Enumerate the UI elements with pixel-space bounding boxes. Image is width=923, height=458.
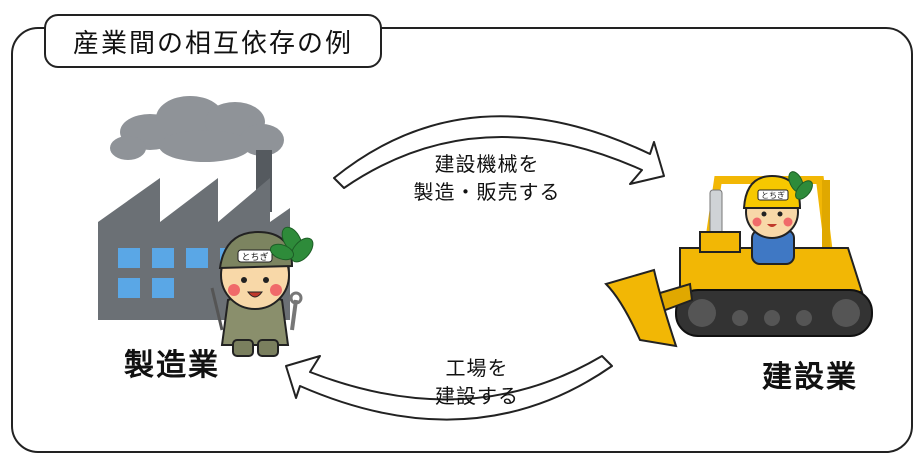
cap-text: とちぎ xyxy=(241,251,268,263)
title-box: 産業間の相互依存の例 xyxy=(44,14,382,68)
bulldozer-blade xyxy=(604,268,678,348)
worker-mascot: とちぎ xyxy=(210,226,314,357)
node-label-construction: 建設業 xyxy=(762,360,858,395)
driver-mascot: とちぎ xyxy=(742,171,813,265)
smoke-cloud xyxy=(110,96,284,162)
bulldozer-illustration xyxy=(604,176,873,348)
arrow-top-label: 建設機械を 製造・販売する xyxy=(392,150,582,206)
leaf-icon xyxy=(269,226,314,263)
diagram-title: 産業間の相互依存の例 xyxy=(72,28,353,59)
exhaust-pipe xyxy=(709,189,723,237)
arrow-top-label-line2: 製造・販売する xyxy=(413,180,561,204)
arrow-top xyxy=(333,115,665,189)
arrow-bottom-label: 工場を 建設する xyxy=(412,354,542,410)
arrow-bottom-label-line2: 建設する xyxy=(435,384,519,408)
arrow-bottom-shape xyxy=(285,355,613,421)
arrow-top-label-line1: 建設機械を xyxy=(434,152,540,176)
arrow-top-shape xyxy=(333,115,665,189)
helmet-text: とちぎ xyxy=(761,190,785,200)
arrow-bottom-label-line1: 工場を xyxy=(445,356,509,380)
arrow-bottom xyxy=(285,355,613,421)
node-label-manufacturing: 製造業 xyxy=(124,348,220,383)
leaf-icon-driver xyxy=(788,171,813,200)
